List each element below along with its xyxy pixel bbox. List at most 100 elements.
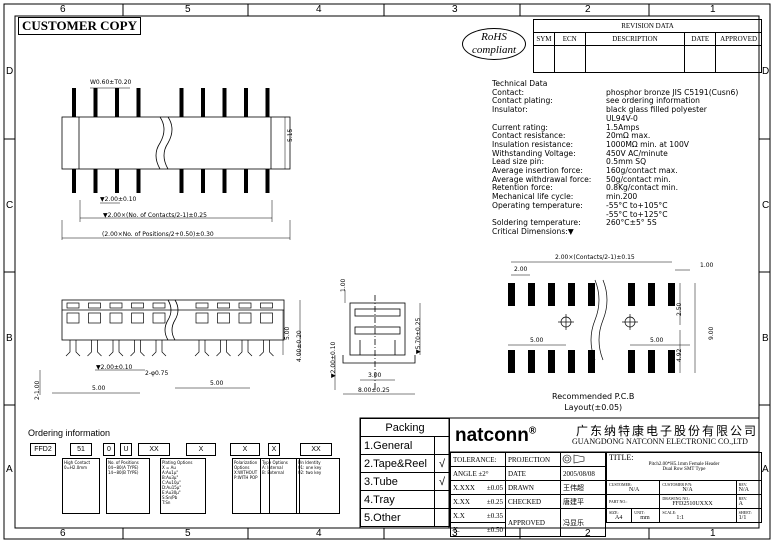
tb-unit-value: mm [640,515,650,521]
order-desc: No. of Positions 04~80(A TYPE) 14~80(B T… [106,458,150,514]
tech-key: Contact resistance: [492,131,566,141]
pad [508,350,515,373]
slot-top [66,302,80,309]
order-desc: Pin Identity 01: one key 02: two key [296,458,340,514]
tb-xx-label: X.X [453,511,465,520]
customer-copy-label: CUSTOMER COPY [18,17,141,35]
tb-xx-value: ±0.35 [486,511,503,520]
company-name-cn: 广东纳特康电子股份有限公司 [576,424,759,438]
tech-value: 0.8Kg/contact min. [606,183,678,193]
pcb-dim-100: 1.00 [700,262,714,269]
slot-top [217,302,230,309]
tb-checked-value: 唐建平 [560,494,606,509]
pin [93,88,98,117]
order-box: FFD2 [30,443,56,456]
tech-key: Current rating: [492,122,548,132]
front-pins [65,340,274,357]
tech-value: 260°C±5° 5S [606,218,657,228]
rohs-badge: RoHS compliant [462,28,526,60]
pad [508,283,515,306]
pcb-caption-line1: Recommended P.C.B [552,392,635,401]
tb-rev-value: N/A [738,487,749,493]
tech-key: Critical Dimensions:▼ [492,226,574,236]
row-label: D [6,66,14,77]
pin [222,169,227,193]
tech-value: UL94V-0 [606,113,638,123]
pin-leg [151,340,167,357]
pin-leg [259,340,274,357]
tb-sheet: SHEET:1/1 [735,508,763,523]
pad [568,283,575,306]
tech-value: 20mΩ max. [606,131,651,141]
order-desc: Type Options A: Internal B: External [260,458,300,514]
tb-xxx-label: X.XX [453,497,470,506]
pin-leg [216,340,231,357]
tech-row: Soldering temperature:260°C±5° 5S [492,219,738,228]
order-box: X [186,443,216,456]
slot [66,312,80,324]
dim-w500b: 5.00 [210,380,224,387]
tb-scale: SCALE:1:1 [659,508,737,523]
slot-top [195,302,209,309]
tb-customer: CUSTOMER:N/A [605,480,661,495]
packing-mark: √ [434,454,450,473]
logo-text: natconn [455,425,529,446]
tech-key: Lead size pin: [492,157,545,167]
order-box: XX [138,443,170,456]
tech-row: Operating temperature:-55°C to+105°C [492,201,738,211]
tech-value: 1.5Amps [606,122,640,132]
pin-leg [65,340,81,357]
pin-leg [194,340,210,357]
packing-option: 3.Tube [359,472,436,491]
tb-xxx-value: ±0.25 [486,497,503,506]
col-label: 3 [452,4,458,15]
dim-h-100: 1.00 [340,278,347,292]
tech-row: Insulation resistance:1000MΩ min. at 100… [492,139,738,150]
tech-value: phosphor bronze JIS C5191(Cusn6) [606,87,739,97]
dim-w500a: 5.00 [92,385,106,392]
tb-size-value: A4 [615,515,623,521]
pin [244,169,248,193]
tech-row: -55°C to+125°C [492,210,738,220]
pcb-caption: Recommended P.C.B Layout(±0.05) [552,391,634,413]
packing-mark [434,508,450,527]
pcb-dim-250: 2.50 [676,302,683,316]
tech-value: 450V AC/minute [606,148,668,158]
tech-key: Retention force: [492,183,553,193]
tb-customer-pn-value: N/A [682,487,693,493]
tech-row: UL94V-0 [492,113,738,124]
order-box: X [268,443,280,456]
tech-row: Contact plating:see ordering information [492,97,738,106]
revision-col: SYM [533,32,555,46]
tech-value: 1000MΩ min. at 100V [606,139,689,149]
tb-rev-label: REV. [738,482,748,487]
tb-drawing-no: DRAWING NO.:FFD2510UXXX [659,494,737,509]
tb-rev2-value: A [738,501,743,507]
slot [195,312,209,324]
tech-row: Current rating: 1.5Amps [492,122,738,133]
pcb-dim-top: 2.00×(Contacts/2-1)±0.15 [555,254,635,261]
tech-key: Average insertion force: [492,166,583,176]
tech-value: 160g/contact max. [606,166,678,176]
revision-col: ECN [553,32,586,46]
col-label: 6 [60,4,66,15]
tb-xxxx-value: ±0.05 [486,483,503,492]
slot-top [260,302,273,309]
company-name-en: GUANGDONG NATCONN ELECTRONIC CO.,LTD [572,437,748,446]
revision-title: REVISION DATA [533,19,762,33]
order-box: X [230,443,260,456]
tb-customer-pn-label: CUSTOMER P/N: [662,482,693,487]
row-label: C [6,200,14,211]
tech-key: Insulator: [492,105,528,115]
tb-rev2: REV.A [735,494,763,509]
revision-col: APPROVED [715,32,762,46]
row-label: A [6,464,13,475]
tb-rev: REV.N/A [735,480,763,495]
tech-value: 50g/contact min. [606,174,671,184]
packing-title: Packing [360,418,450,437]
tech-value: min.200 [606,192,638,202]
revision-col: DATE [684,32,717,46]
pin [136,88,141,117]
